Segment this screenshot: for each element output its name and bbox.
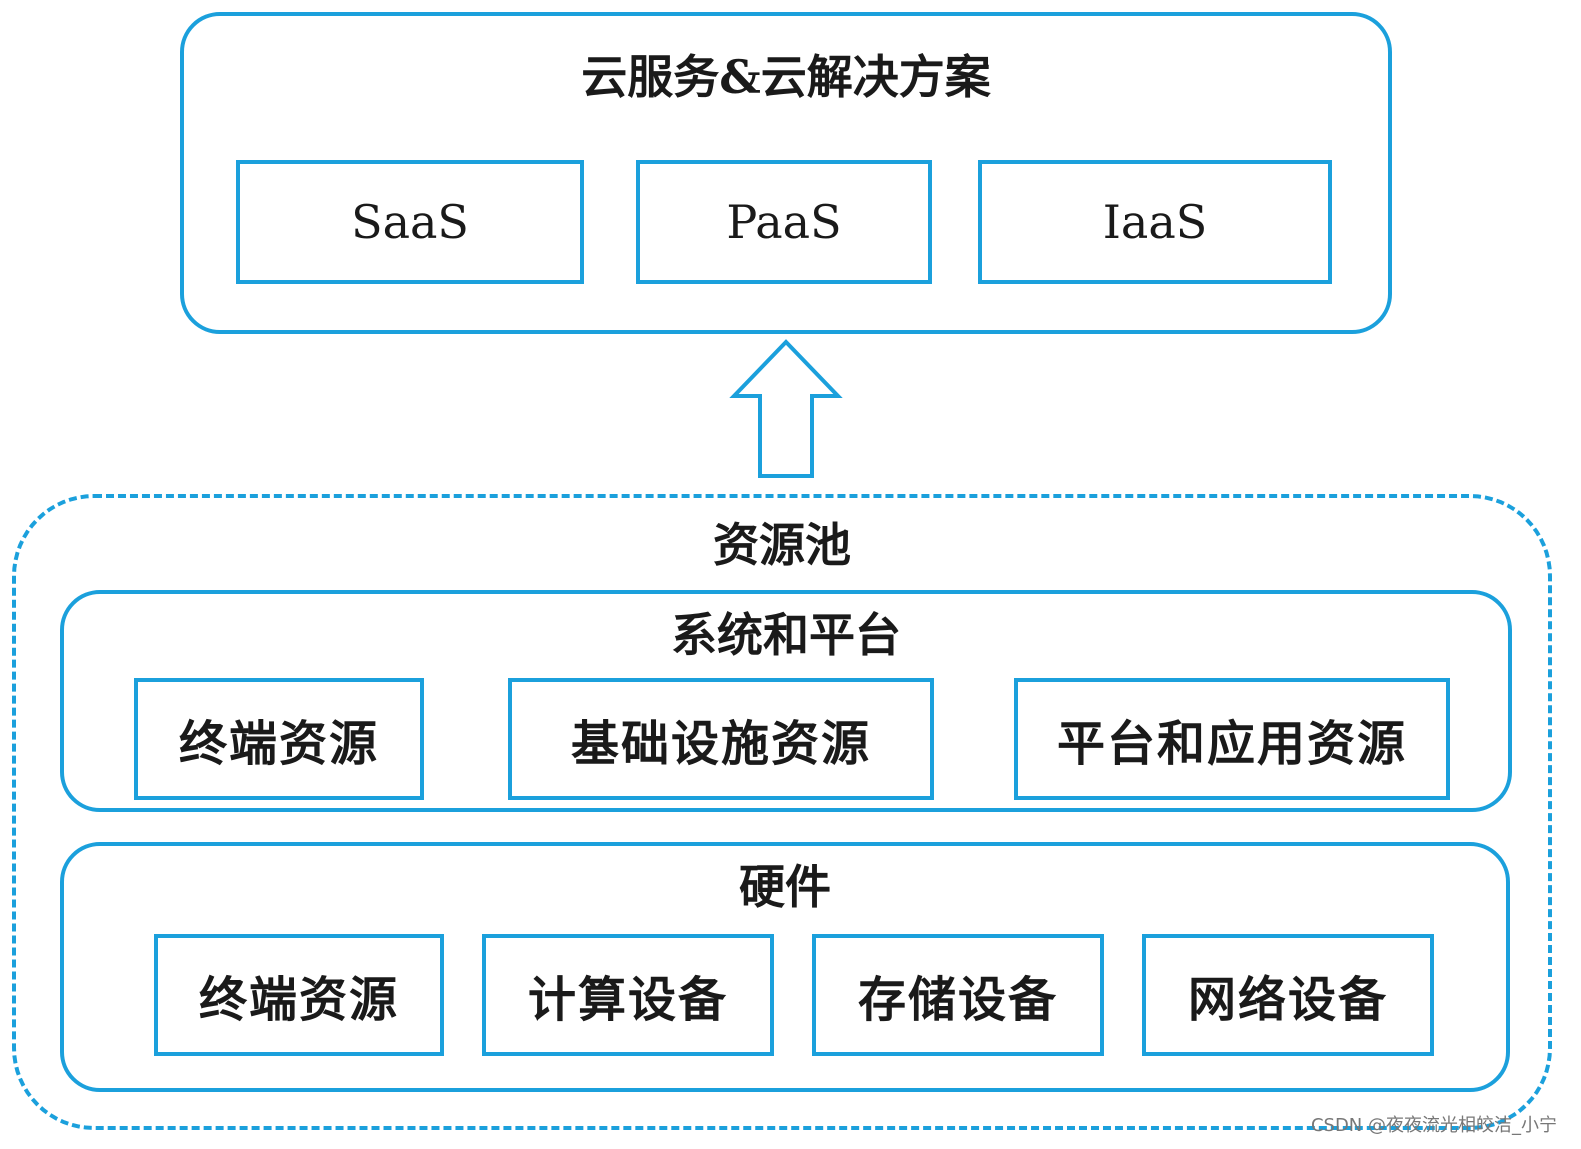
hardware-title: 硬件: [739, 860, 831, 914]
paas-label: PaaS: [726, 195, 842, 249]
hardware-box: [60, 842, 1510, 1092]
iaas-label: IaaS: [1102, 195, 1208, 249]
systems-item-platform-apps: 平台和应用资源: [1014, 678, 1450, 800]
hardware-item-label: 网络设备: [1187, 972, 1388, 1028]
hardware-item-compute: 计算设备: [482, 934, 774, 1056]
hardware-item-network: 网络设备: [1142, 934, 1434, 1056]
paas-box: PaaS: [636, 160, 932, 284]
hardware-item-terminal: 终端资源: [154, 934, 444, 1056]
hardware-item-label: 存储设备: [857, 972, 1058, 1028]
systems-platforms-title: 系统和平台: [671, 608, 901, 662]
resource-pool-box: [12, 494, 1552, 1130]
systems-item-infrastructure: 基础设施资源: [508, 678, 934, 800]
hardware-item-storage: 存储设备: [812, 934, 1104, 1056]
saas-box: SaaS: [236, 160, 584, 284]
watermark: CSDN @夜夜流光相皎洁_小宁: [1310, 1115, 1557, 1136]
cloud-services-box: [180, 12, 1392, 334]
systems-platforms-box: [60, 590, 1512, 812]
systems-item-label: 终端资源: [178, 716, 379, 772]
resource-pool-title: 资源池: [713, 518, 851, 572]
systems-item-terminal: 终端资源: [134, 678, 424, 800]
iaas-box: IaaS: [978, 160, 1332, 284]
hardware-item-label: 终端资源: [198, 972, 399, 1028]
hardware-item-label: 计算设备: [527, 972, 728, 1028]
systems-item-label: 基础设施资源: [570, 716, 871, 772]
systems-item-label: 平台和应用资源: [1056, 716, 1407, 772]
saas-label: SaaS: [351, 195, 469, 249]
cloud-services-title: 云服务&云解决方案: [581, 50, 991, 104]
up-arrow-icon: [729, 339, 843, 478]
